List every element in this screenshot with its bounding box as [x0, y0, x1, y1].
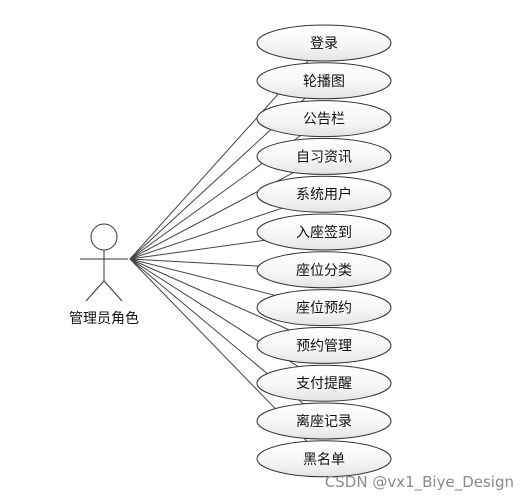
- use-case-ellipse[interactable]: [256, 326, 392, 364]
- use-case-group: 登录轮播图公告栏自习资讯系统用户入座签到座位分类座位预约预约管理支付提醒离座记录…: [256, 24, 392, 478]
- use-case-ellipse[interactable]: [256, 24, 392, 62]
- use-case[interactable]: 系统用户: [256, 175, 392, 213]
- use-case-label: 座位预约: [296, 301, 352, 317]
- use-case[interactable]: 公告栏: [256, 100, 392, 138]
- association-line: [129, 258, 290, 331]
- use-case-ellipse[interactable]: [256, 289, 392, 327]
- use-case[interactable]: 支付提醒: [256, 364, 392, 402]
- use-case-ellipse[interactable]: [256, 62, 392, 100]
- use-case-ellipse[interactable]: [256, 364, 392, 402]
- use-case-label: 公告栏: [303, 112, 345, 128]
- use-case[interactable]: 座位分类: [256, 251, 392, 289]
- use-case-label: 登录: [310, 36, 338, 52]
- use-case-label: 预约管理: [296, 338, 352, 354]
- use-case[interactable]: 预约管理: [256, 326, 392, 364]
- association-line: [129, 239, 265, 260]
- actor-head: [90, 223, 118, 251]
- use-case[interactable]: 自习资讯: [256, 137, 392, 175]
- actor-right-leg: [103, 280, 123, 302]
- use-case-label: 离座记录: [296, 413, 352, 430]
- use-case-label: 系统用户: [296, 186, 352, 203]
- use-case-label: 黑名单: [303, 452, 345, 468]
- use-case-label: 支付提醒: [296, 376, 352, 392]
- use-case-ellipse[interactable]: [256, 440, 392, 478]
- use-case[interactable]: 离座记录: [256, 402, 392, 440]
- use-case-ellipse[interactable]: [256, 402, 392, 440]
- use-case-ellipse[interactable]: [256, 137, 392, 175]
- use-case[interactable]: 座位预约: [256, 289, 392, 327]
- association-line: [129, 258, 276, 296]
- use-case-label: 轮播图: [303, 74, 345, 90]
- use-case-ellipse[interactable]: [256, 175, 392, 213]
- use-case-label: 自习资讯: [296, 149, 352, 165]
- use-case-label: 入座签到: [296, 224, 352, 241]
- actor-figure: [80, 223, 128, 302]
- watermark: CSDN @vx1_Biye_Design: [325, 473, 514, 492]
- use-case[interactable]: 轮播图: [256, 62, 392, 100]
- use-case-ellipse[interactable]: [256, 251, 392, 289]
- use-case-ellipse[interactable]: [256, 100, 392, 138]
- use-case[interactable]: 入座签到: [256, 213, 392, 251]
- actor-left-leg: [85, 280, 105, 302]
- use-case[interactable]: 登录: [256, 24, 392, 62]
- use-case-label: 座位分类: [296, 263, 352, 279]
- actor-label: 管理员角色: [69, 310, 139, 327]
- use-case-ellipse[interactable]: [256, 213, 392, 251]
- use-case[interactable]: 黑名单: [256, 440, 392, 478]
- association-line: [129, 207, 283, 260]
- association-line: [129, 258, 259, 267]
